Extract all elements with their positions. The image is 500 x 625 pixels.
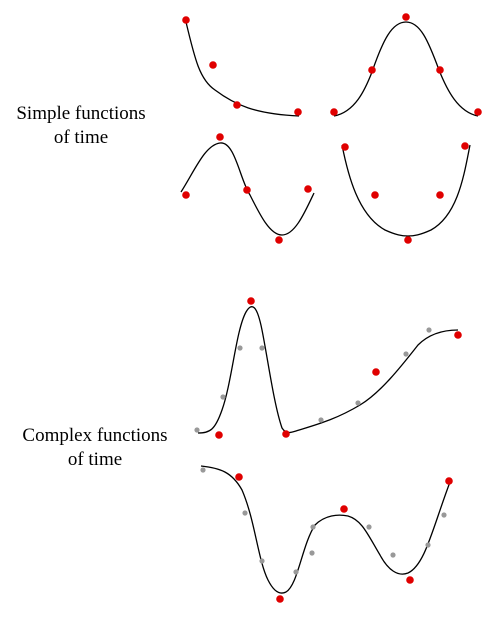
minor-sample-point (259, 345, 265, 351)
simple-functions-label-line-2: of time (53, 127, 109, 148)
key-sample-point (233, 101, 241, 109)
minor-sample-point (403, 351, 409, 357)
key-sample-point (330, 108, 338, 116)
key-sample-point (243, 186, 251, 194)
minor-sample-point (425, 542, 431, 548)
key-sample-point (341, 143, 349, 151)
key-sample-point (304, 185, 312, 193)
key-sample-point (404, 236, 412, 244)
simple-bell-panel (330, 13, 482, 117)
key-sample-point (235, 473, 243, 481)
complex-peak-rise-panel (194, 297, 462, 439)
key-sample-point (474, 108, 482, 116)
key-sample-point (247, 297, 255, 305)
minor-sample-point (366, 524, 372, 530)
key-sample-point (340, 505, 348, 513)
simple-functions-label-line-1: Simple functions (16, 103, 146, 124)
minor-sample-point (310, 524, 316, 530)
complex-double-dip-panel (200, 465, 453, 603)
key-sample-point (209, 61, 217, 69)
simple-decay-panel (182, 16, 302, 117)
function-curve (200, 465, 451, 594)
complex-functions-label-line-1: Complex functions (22, 425, 168, 446)
key-sample-point (182, 16, 190, 24)
key-sample-point (275, 236, 283, 244)
minor-sample-point (309, 550, 315, 556)
minor-sample-point (426, 327, 432, 333)
key-sample-point (182, 191, 190, 199)
key-sample-point (215, 431, 223, 439)
simple-valley-panel (341, 142, 471, 244)
complex-functions-label: Complex functions of time (0, 424, 190, 472)
minor-sample-point (293, 569, 299, 575)
function-curve (341, 144, 471, 237)
key-sample-point (294, 108, 302, 116)
complex-functions-label-line-2: of time (67, 449, 123, 470)
minor-sample-point (194, 427, 200, 433)
minor-sample-point (390, 552, 396, 558)
key-sample-point (371, 191, 379, 199)
key-sample-point (461, 142, 469, 150)
key-sample-point (406, 576, 414, 584)
key-sample-point (445, 477, 453, 485)
simple-wave-panel (180, 133, 315, 244)
minor-sample-point (355, 400, 361, 406)
function-curve (333, 21, 479, 117)
minor-sample-point (441, 512, 447, 518)
key-sample-point (454, 331, 462, 339)
key-sample-point (282, 430, 290, 438)
key-sample-point (368, 66, 376, 74)
function-curve (185, 21, 300, 117)
minor-sample-point (318, 417, 324, 423)
key-sample-point (436, 66, 444, 74)
minor-sample-point (259, 558, 265, 564)
minor-sample-point (242, 510, 248, 516)
key-sample-point (276, 595, 284, 603)
minor-sample-point (200, 467, 206, 473)
key-sample-point (216, 133, 224, 141)
function-curve (197, 306, 459, 434)
key-sample-point (402, 13, 410, 21)
minor-sample-point (237, 345, 243, 351)
minor-sample-point (220, 394, 226, 400)
simple-functions-label: Simple functions of time (0, 102, 162, 150)
key-sample-point (436, 191, 444, 199)
key-sample-point (372, 368, 380, 376)
function-curve (180, 142, 315, 236)
